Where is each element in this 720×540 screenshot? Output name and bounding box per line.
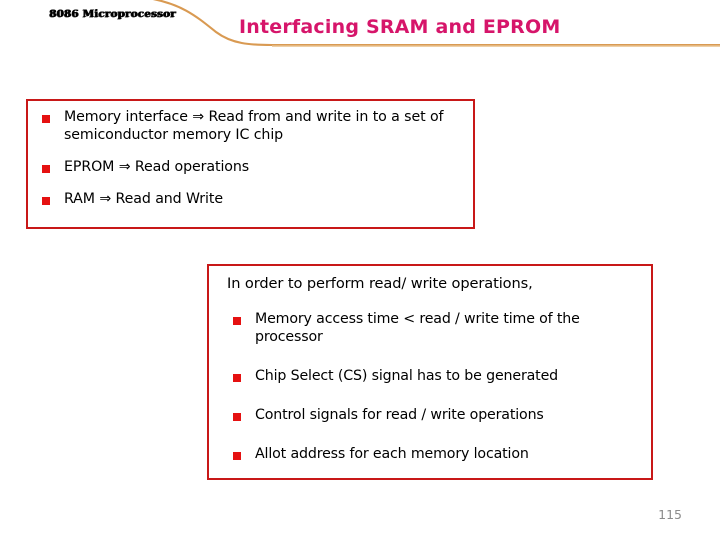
bullet-square-icon [233,317,241,325]
read-write-requirements-bullet-list: Memory access time < read / write time o… [233,310,641,463]
list-item: Allot address for each memory location [233,445,641,463]
bullet-square-icon [42,115,50,123]
list-item: Memory interface ⇒ Read from and write i… [42,108,462,144]
page-number: 115 [658,507,682,522]
header-subtitle: 8086 Microprocessor [49,8,176,20]
bullet-square-icon [42,197,50,205]
bullet-square-icon [233,452,241,460]
bullet-square-icon [233,413,241,421]
list-item-label: EPROM ⇒ Read operations [64,159,250,175]
list-item-label: Allot address for each memory location [255,446,529,462]
read-write-requirements-box: In order to perform read/ write operatio… [207,264,653,480]
list-item: Memory access time < read / write time o… [233,310,641,346]
page-title: Interfacing SRAM and EPROM [239,16,561,38]
list-item-label: Control signals for read / write operati… [255,407,544,423]
memory-interface-bullet-list: Memory interface ⇒ Read from and write i… [42,108,462,208]
list-item-label: RAM ⇒ Read and Write [64,191,223,207]
list-item-label: Memory access time < read / write time o… [255,311,580,345]
list-item-label: Memory interface ⇒ Read from and write i… [64,109,444,143]
read-write-requirements-heading: In order to perform read/ write operatio… [227,275,533,292]
slide-header: 8086 Microprocessor Interfacing SRAM and… [0,0,720,60]
list-item: Control signals for read / write operati… [233,406,641,424]
list-item: Chip Select (CS) signal has to be genera… [233,367,641,385]
bullet-square-icon [233,374,241,382]
memory-interface-box: Memory interface ⇒ Read from and write i… [26,99,475,229]
bullet-square-icon [42,165,50,173]
list-item: EPROM ⇒ Read operations [42,158,462,176]
list-item-label: Chip Select (CS) signal has to be genera… [255,368,559,384]
list-item: RAM ⇒ Read and Write [42,190,462,208]
